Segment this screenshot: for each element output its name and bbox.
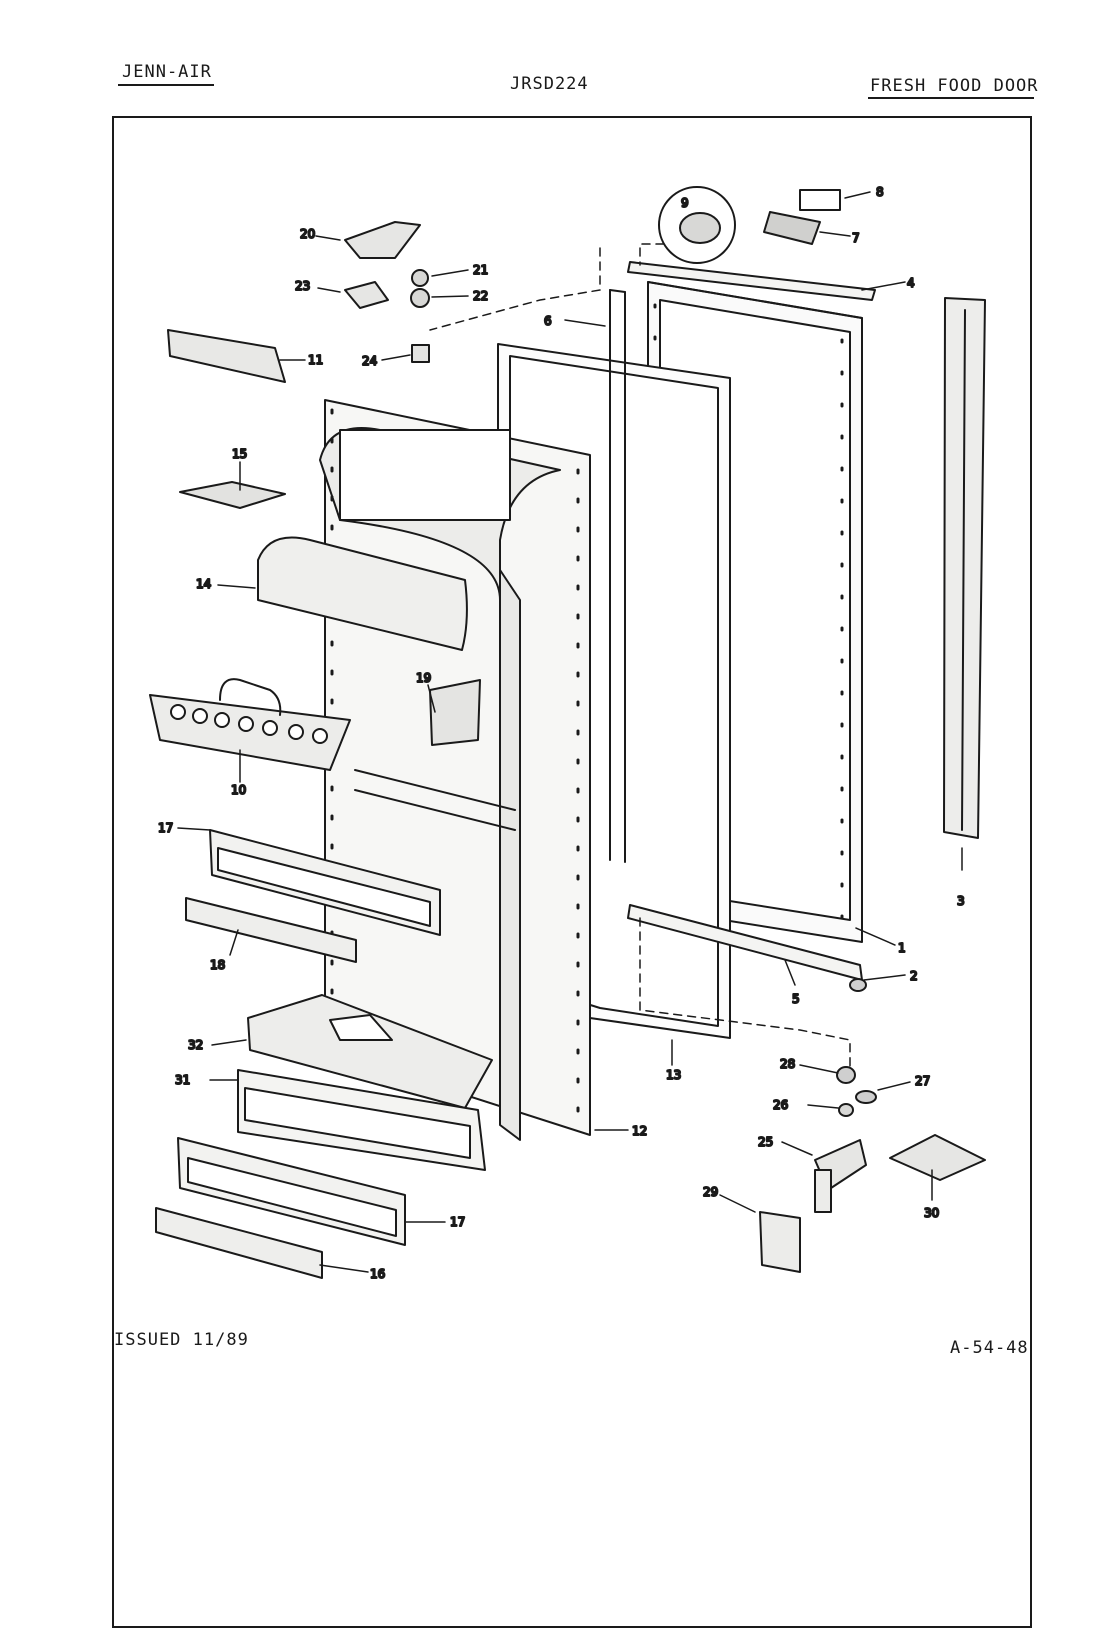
callout-26: 26 [773,1098,788,1112]
callout-24: 24 [362,354,377,368]
part-bin-trim-lower [155,1207,323,1279]
callout-13: 13 [666,1068,681,1082]
issue-date: ISSUED 11/89 [114,1330,249,1350]
callout-2: 2 [910,969,918,983]
model-number: JRSD224 [510,74,589,94]
part-lower-pin-line [639,917,851,1071]
callout-1: 1 [898,941,906,955]
callout-17-upper: 17 [158,821,173,835]
callout-5: 5 [792,992,800,1006]
part-bottom-hinge [759,978,986,1273]
part-dairy-door [247,994,493,1109]
exploded-parts-diagram: 1 2 3 4 5 6 7 8 9 10 11 12 13 14 15 16 1… [149,184,986,1282]
callout-17-lower: 17 [450,1215,465,1229]
callout-32: 32 [188,1038,203,1052]
callout-20: 20 [300,227,315,241]
callout-10: 10 [231,783,246,797]
part-door-bin-upper [209,829,441,936]
callout-22: 22 [473,289,488,303]
callout-15: 15 [232,447,247,461]
part-dairy-compartment [237,1069,486,1171]
part-door-bin-lower [177,1137,406,1246]
callout-30: 30 [924,1206,939,1220]
callout-29: 29 [703,1185,718,1199]
callout-31: 31 [175,1073,190,1087]
callout-6: 6 [544,314,552,328]
part-shelf-retainer [179,481,286,509]
callout-18: 18 [210,958,225,972]
brand-underline [118,84,214,86]
section-underline [868,97,1034,99]
section-title: FRESH FOOD DOOR [870,76,1039,96]
part-top-hinge [344,221,430,363]
part-hinge-cap [658,186,841,264]
brand-label: JENN-AIR [122,62,212,82]
callout-23: 23 [295,279,310,293]
callout-21: 21 [473,263,488,277]
part-egg-tray [149,678,351,771]
part-top-trim [627,261,876,301]
callout-28: 28 [780,1057,795,1071]
callout-7: 7 [852,231,860,245]
callout-25: 25 [758,1135,773,1149]
callout-19: 19 [416,671,431,685]
part-door-stop [167,329,286,383]
callout-14: 14 [196,577,211,591]
part-bin-trim-upper [185,897,357,963]
callout-4: 4 [907,276,915,290]
leader-lines [177,191,963,1273]
part-side-trim [943,297,986,839]
callout-3: 3 [957,894,965,908]
callout-labels: 1 2 3 4 5 6 7 8 9 10 11 12 13 14 15 16 1… [157,184,966,1282]
callout-12: 12 [632,1124,647,1138]
part-hinge-pin-line [429,243,721,331]
part-shelf-bracket [429,679,481,746]
part-top-shelf-cover [257,536,468,651]
callout-9: 9 [681,196,689,210]
page-code: A-54-48 [950,1338,1029,1358]
callout-8: 8 [876,185,884,199]
callout-27: 27 [915,1074,930,1088]
callout-16: 16 [370,1267,385,1281]
callout-11: 11 [308,353,323,367]
